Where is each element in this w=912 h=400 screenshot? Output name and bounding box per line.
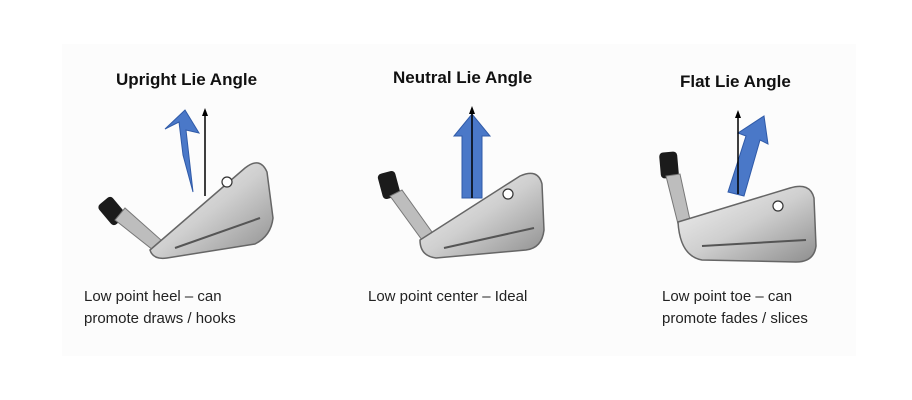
hosel [98,196,162,251]
neutral-club-diagram [377,106,545,259]
upright-title: Upright Lie Angle [116,70,258,89]
flat-title: Flat Lie Angle [680,72,791,91]
flat-caption-line1: Low point toe – can [662,288,793,305]
upright-caption: Low point heel – can promote draws / hoo… [84,286,236,330]
flat-club-diagram [659,110,817,263]
club-head [677,185,817,263]
diagram-background [62,44,856,356]
tilt-arrow [727,115,769,197]
neutral-caption: Low point center – Ideal [368,286,527,308]
hosel [377,171,433,241]
flat-caption: Low point toe – can promote fades / slic… [662,286,808,330]
hosel [659,151,691,225]
neutral-title: Neutral Lie Angle [393,68,533,87]
club-head [149,162,274,260]
upright-caption-line2: promote draws / hooks [84,310,236,327]
neutral-caption-line1: Low point center – Ideal [368,288,528,305]
upright-club-diagram [98,108,274,260]
flat-caption-line2: promote fades / slices [662,310,808,327]
upright-caption-line1: Low point heel – can [84,288,222,305]
tilt-arrow [164,109,201,193]
